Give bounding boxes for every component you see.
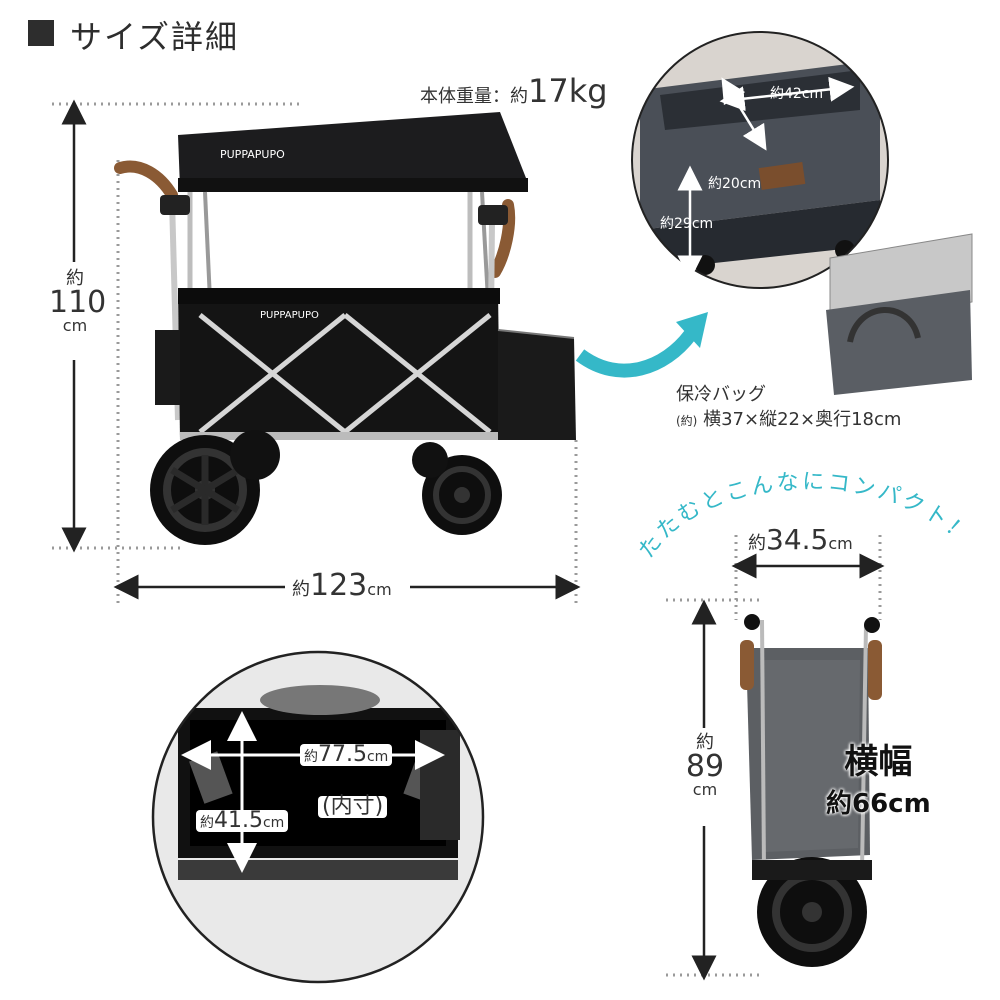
compact-depth-unit: cm	[828, 534, 853, 553]
weight-prefix: 本体重量：約	[420, 86, 528, 107]
weight-label: 本体重量：約17kg	[420, 72, 608, 110]
basket-circle: 約42cm 約20cm 約29cm	[631, 31, 889, 289]
compact-depth-label: 約34.5cm	[748, 526, 853, 554]
main-width-label: 約123cm	[292, 571, 392, 601]
wheel-front-right	[422, 455, 502, 535]
main-width-value: 123	[310, 568, 368, 603]
compact-width-title: 横幅	[844, 742, 913, 782]
inner-note: (内寸)	[318, 796, 388, 818]
accent-arrow-icon	[575, 330, 696, 378]
compact-depth-value: 34.5	[766, 523, 829, 556]
inner-width-label: 約77.5cm	[300, 742, 393, 767]
inner-width-value: 77.5	[318, 742, 367, 767]
compact-height-label: 約 89 cm	[680, 734, 730, 798]
inner-depth-label: 約41.5cm	[196, 808, 289, 833]
inner-depth-value: 41.5	[214, 808, 263, 833]
main-height-approx: 約	[66, 268, 84, 289]
inner-width-approx: 約	[304, 749, 318, 765]
inner-depth-approx: 約	[200, 815, 214, 831]
cooler-caption: 保冷バッグ (約) 横37×縦22×奥行18cm	[676, 382, 901, 432]
cooler-bag-photo	[826, 233, 973, 395]
basket-height-label: 約29cm	[660, 216, 713, 232]
main-width-unit: cm	[367, 580, 392, 599]
compact-height-approx: 約	[696, 732, 714, 753]
body-brand: PUPPAPUPO	[260, 310, 319, 321]
compact-height-unit: cm	[692, 780, 718, 799]
main-height-value: 110	[49, 285, 107, 320]
compact-depth-approx: 約	[748, 533, 766, 554]
inner-width-unit: cm	[366, 749, 389, 765]
compact-width-tag: 横幅 約66cm	[826, 734, 931, 820]
basket-depth-label: 約20cm	[708, 176, 761, 192]
cooler-size: 横37×縦22×奥行18cm	[703, 409, 902, 431]
cooler-size-line: (約) 横37×縦22×奥行18cm	[676, 407, 901, 432]
main-height-unit: cm	[62, 316, 88, 335]
main-height-label: 約 110 cm	[49, 268, 106, 335]
page-title: サイズ詳細	[70, 18, 240, 56]
weight-value: 17kg	[528, 72, 608, 110]
wagon-photo: PUPPAPUPO PUPPAPUPO	[114, 112, 576, 545]
title-square-icon	[28, 20, 54, 46]
folded-wagon-photo	[666, 535, 885, 981]
cooler-name: 保冷バッグ	[676, 384, 766, 405]
cooler-approx: (約)	[676, 414, 698, 429]
canopy-brand: PUPPAPUPO	[220, 148, 285, 161]
basket-width-label: 約42cm	[770, 86, 823, 102]
inner-depth-unit: cm	[262, 815, 285, 831]
main-width-approx: 約	[292, 579, 310, 600]
compact-height-value: 89	[685, 749, 725, 784]
compact-width-value: 約66cm	[826, 789, 931, 819]
